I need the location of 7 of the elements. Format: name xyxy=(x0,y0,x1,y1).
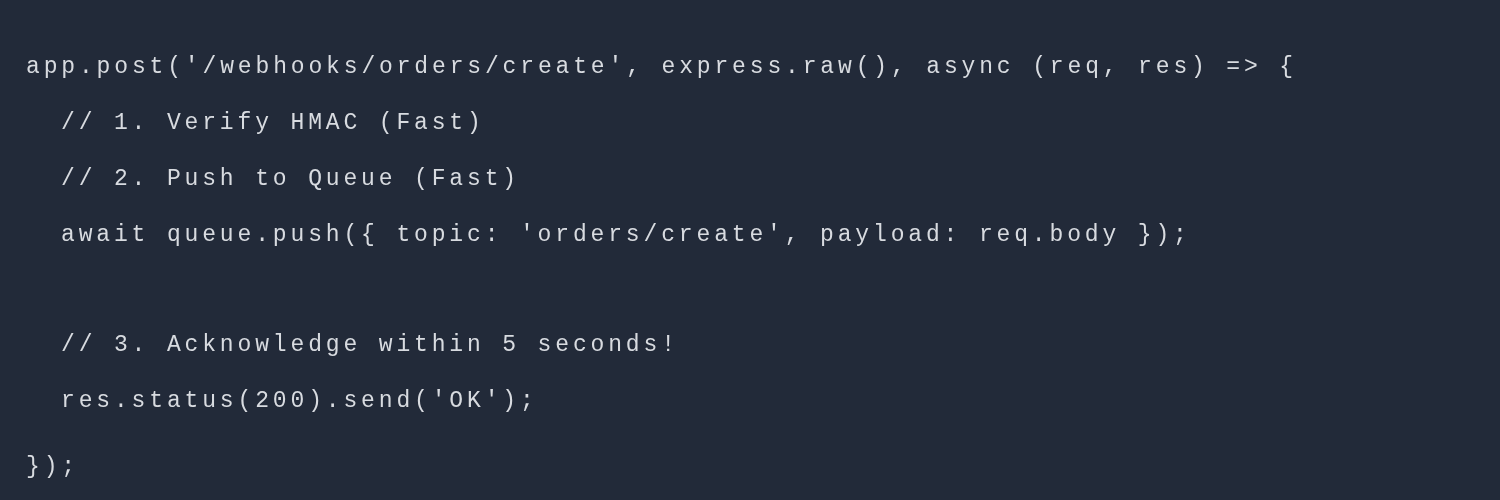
code-line: await queue.push({ topic: 'orders/create', payload: req.body }); xyxy=(61,221,1191,250)
code-line: // 2. Push to Queue (Fast) xyxy=(61,165,520,194)
code-line: res.status(200).send('OK'); xyxy=(61,387,538,416)
code-line: }); xyxy=(26,453,79,482)
code-line: // 1. Verify HMAC (Fast) xyxy=(61,109,485,138)
code-line: // 3. Acknowledge within 5 seconds! xyxy=(61,331,679,360)
code-line: app.post('/webhooks/orders/create', express.raw(), async (req, res) => { xyxy=(26,53,1297,82)
